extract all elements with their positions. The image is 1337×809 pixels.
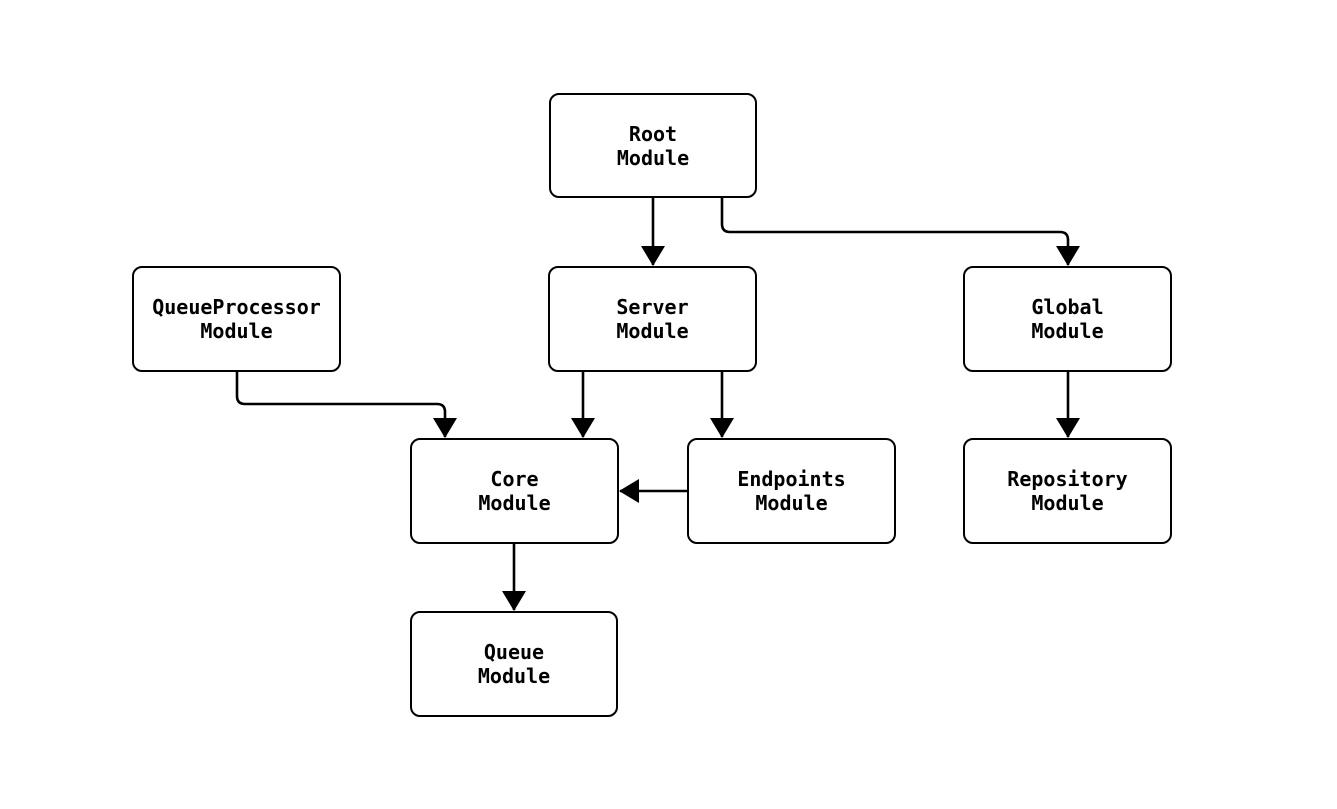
node-global-label: Global Module [1031, 295, 1104, 343]
node-endpoints-label: Endpoints Module [737, 467, 846, 515]
node-core: Core Module [410, 438, 619, 544]
edge-queueprocessor-to-core [235, 372, 457, 438]
node-global: Global Module [963, 266, 1172, 372]
node-endpoints: Endpoints Module [687, 438, 896, 544]
node-repository: Repository Module [963, 438, 1172, 544]
node-repository-label: Repository Module [1007, 467, 1128, 515]
node-queue: Queue Module [410, 611, 618, 717]
node-root-label: Root Module [616, 121, 690, 170]
edges-group [235, 198, 1080, 611]
node-queue-label: Queue Module [477, 640, 551, 688]
node-core-label: Core Module [478, 467, 551, 515]
node-queueprocessor-label: QueueProcessor Module [152, 295, 321, 343]
node-root: Root Module [549, 93, 757, 198]
node-queueprocessor: QueueProcessor Module [132, 266, 341, 372]
node-server-label: Server Module [616, 295, 689, 343]
node-server: Server Module [548, 266, 757, 372]
edge-root-to-global [720, 198, 1080, 266]
